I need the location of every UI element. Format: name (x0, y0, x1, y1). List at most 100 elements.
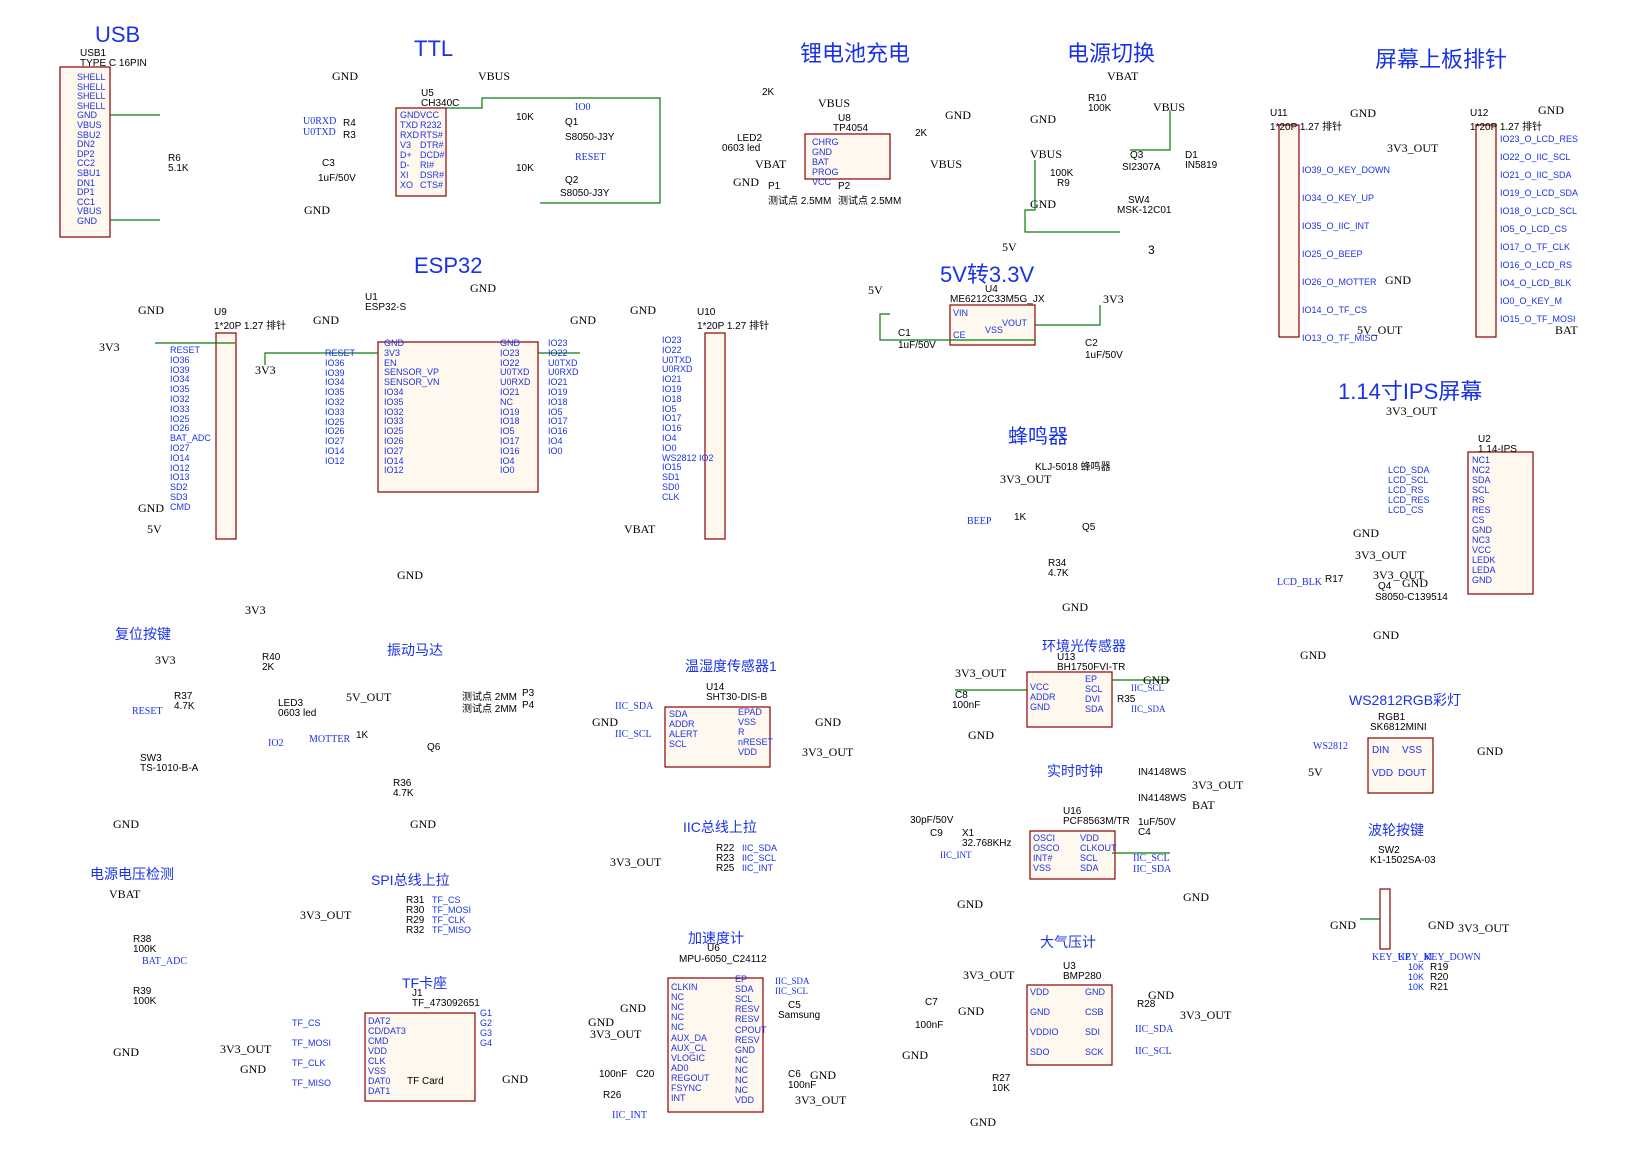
baro-scl: IIC_SCL (1135, 1046, 1172, 1057)
tf-left-pin-4: CLK (368, 1056, 386, 1066)
c8-value: 100nF (952, 700, 981, 711)
light-gnd-bottom: GND (968, 728, 994, 742)
ch340-ref: U5 (421, 88, 434, 99)
u9-net-11: IO14 (170, 452, 190, 463)
accel-scl: IIC_SCL (775, 986, 809, 996)
esp32-right-pin-2: IO22 (500, 357, 520, 368)
q3-part: SI2307A (1122, 162, 1161, 173)
wheel-ref-2: R21 (1430, 982, 1449, 993)
ips-gnd-2: GND (1402, 576, 1428, 590)
esp32-left-pin-7: IO32 (384, 406, 404, 417)
c5-value: Samsung (778, 1010, 821, 1021)
reg-ref: U4 (985, 284, 998, 295)
ch340-part: CH340C (421, 98, 460, 109)
mpu-left-pin-8: AD0 (671, 1062, 689, 1073)
pcf8563-ref: U16 (1063, 806, 1082, 817)
ips-part: 1.14-IPS (1478, 444, 1517, 455)
esp32-left-pin-2: EN (384, 357, 397, 368)
accel-int: IIC_INT (612, 1110, 647, 1121)
u9-part: 1*20P 1.27 排针 (214, 321, 287, 332)
usb-pin-4: GND (77, 110, 97, 121)
sht30-ref: U14 (706, 682, 725, 693)
sht30-right-pin-0: EPAD (738, 707, 762, 717)
mpu-left-pin-10: FSYNC (671, 1083, 702, 1093)
mpu-right-pin-11: NC (735, 1085, 748, 1096)
u11-net-1: IO34_O_KEY_UP (1302, 193, 1375, 203)
wheel-gnd-left: GND (1330, 918, 1356, 932)
mpu-right-pin-5: CPOUT (735, 1024, 767, 1035)
wheel-ref-1: R20 (1430, 972, 1449, 983)
light-gnd: GND (1143, 673, 1169, 687)
esp32-gnd-bottom: GND (397, 568, 423, 582)
u12-net-0: IO23_O_LCD_RES (1500, 134, 1579, 144)
u10-net-2: U0TXD (662, 354, 692, 365)
p1-ref: P1 (768, 181, 781, 192)
sht30-left-pin-2: ALERT (669, 729, 698, 739)
ips-3v3out-3: 3V3_OUT (1373, 568, 1425, 582)
tp4054-body (804, 133, 891, 180)
r35-ref: R35 (1117, 694, 1136, 705)
usb-pin-11: DN1 (77, 177, 96, 188)
ttl-gnd-bottom: GND (304, 203, 330, 217)
u11-net-3: IO25_O_BEEP (1302, 249, 1363, 259)
vdet-vbat: VBAT (109, 887, 141, 901)
wheel-3v3out: 3V3_OUT (1458, 921, 1510, 935)
esp32-right-net-10: IO4 (548, 436, 563, 446)
esp32-part: ESP32-S (365, 302, 407, 313)
usb-pin-1: SHELL (77, 81, 106, 92)
title-usb: USB (95, 22, 141, 47)
esp32-left-pin-3: SENSOR_VP (384, 367, 440, 378)
iic-net-1: IIC_SCL (742, 853, 777, 863)
ch340-left-pin-4: D+ (400, 150, 412, 160)
mpu-right-pin-3: RESV (735, 1004, 760, 1015)
esp32-left-pin-11: IO27 (384, 445, 404, 456)
u12-net-8: IO4_O_LCD_BLK (1500, 278, 1572, 288)
ips-pin-10: LEDK (1472, 555, 1496, 565)
baro-3v3out: 3V3_OUT (963, 968, 1015, 982)
reg-vss: VSS (985, 325, 1004, 335)
title-screen-header: 屏幕上板排针 (1375, 47, 1508, 72)
u9-ref: U9 (214, 307, 227, 318)
r10-value: 100K (1088, 103, 1112, 114)
ch340-left-pin-2: RXD (400, 130, 420, 140)
sht30-part: SHT30-DIS-B (706, 692, 768, 703)
esp32-gnd-left: GND (313, 313, 339, 327)
ch340-right-pin-5: RI# (420, 160, 435, 170)
bmp280-part: BMP280 (1063, 971, 1102, 982)
tf-card-label: TF Card (407, 1076, 444, 1087)
title-reg: 5V转3.3V (940, 262, 1035, 287)
sht30-right-pin-1: VSS (738, 717, 757, 727)
usb-pin-8: DP2 (77, 148, 95, 159)
bmp280-left-pin-0: VDD (1030, 987, 1050, 997)
tf-net-1: TF_MOSI (292, 1038, 332, 1048)
title-motor: 振动马达 (387, 642, 443, 658)
r33-value: 1K (1014, 512, 1027, 523)
spi-ref-2: R29 (406, 915, 425, 926)
ch340-right-pin-4: DCD# (420, 150, 445, 160)
pcf8563-left-pin-1: OSCO (1033, 843, 1060, 853)
ch340-right-pin-6: DSR# (420, 170, 445, 180)
esp32-right-net-5: IO19 (548, 387, 568, 397)
pcf8563-right-pin-2: SCL (1080, 853, 1098, 863)
mpu-right-pin-12: VDD (735, 1095, 755, 1106)
sw2-part: K1-1502SA-03 (1370, 855, 1436, 866)
r27-ref: R27 (992, 1073, 1011, 1084)
r39-ref: R39 (133, 986, 152, 997)
ws-vdd: VDD (1372, 768, 1394, 779)
d1-part: IN5819 (1185, 160, 1218, 171)
spi-net-3: TF_MISO (432, 925, 472, 935)
ips-pin-2: SDA (1472, 475, 1491, 485)
u11-gnd-mid: GND (1385, 273, 1411, 287)
ps-gnd: GND (1030, 112, 1056, 126)
wheel-key-down: KEY_DOWN (1424, 952, 1481, 963)
accel-gnd-2: GND (588, 1015, 614, 1029)
x1-ref: X1 (962, 828, 975, 839)
mpu-left-pin-11: INT (671, 1093, 686, 1104)
c3-value: 1uF/50V (318, 173, 356, 184)
u9-net-6: IO33 (170, 403, 190, 414)
esp32-right-net-7: IO5 (548, 406, 563, 417)
p1-tp: 测试点 2.5MM (768, 196, 832, 207)
c9-value: 30pF/50V (910, 815, 954, 826)
led2-value: 0603 led (722, 143, 761, 154)
u9-net-8: IO26 (170, 423, 190, 434)
